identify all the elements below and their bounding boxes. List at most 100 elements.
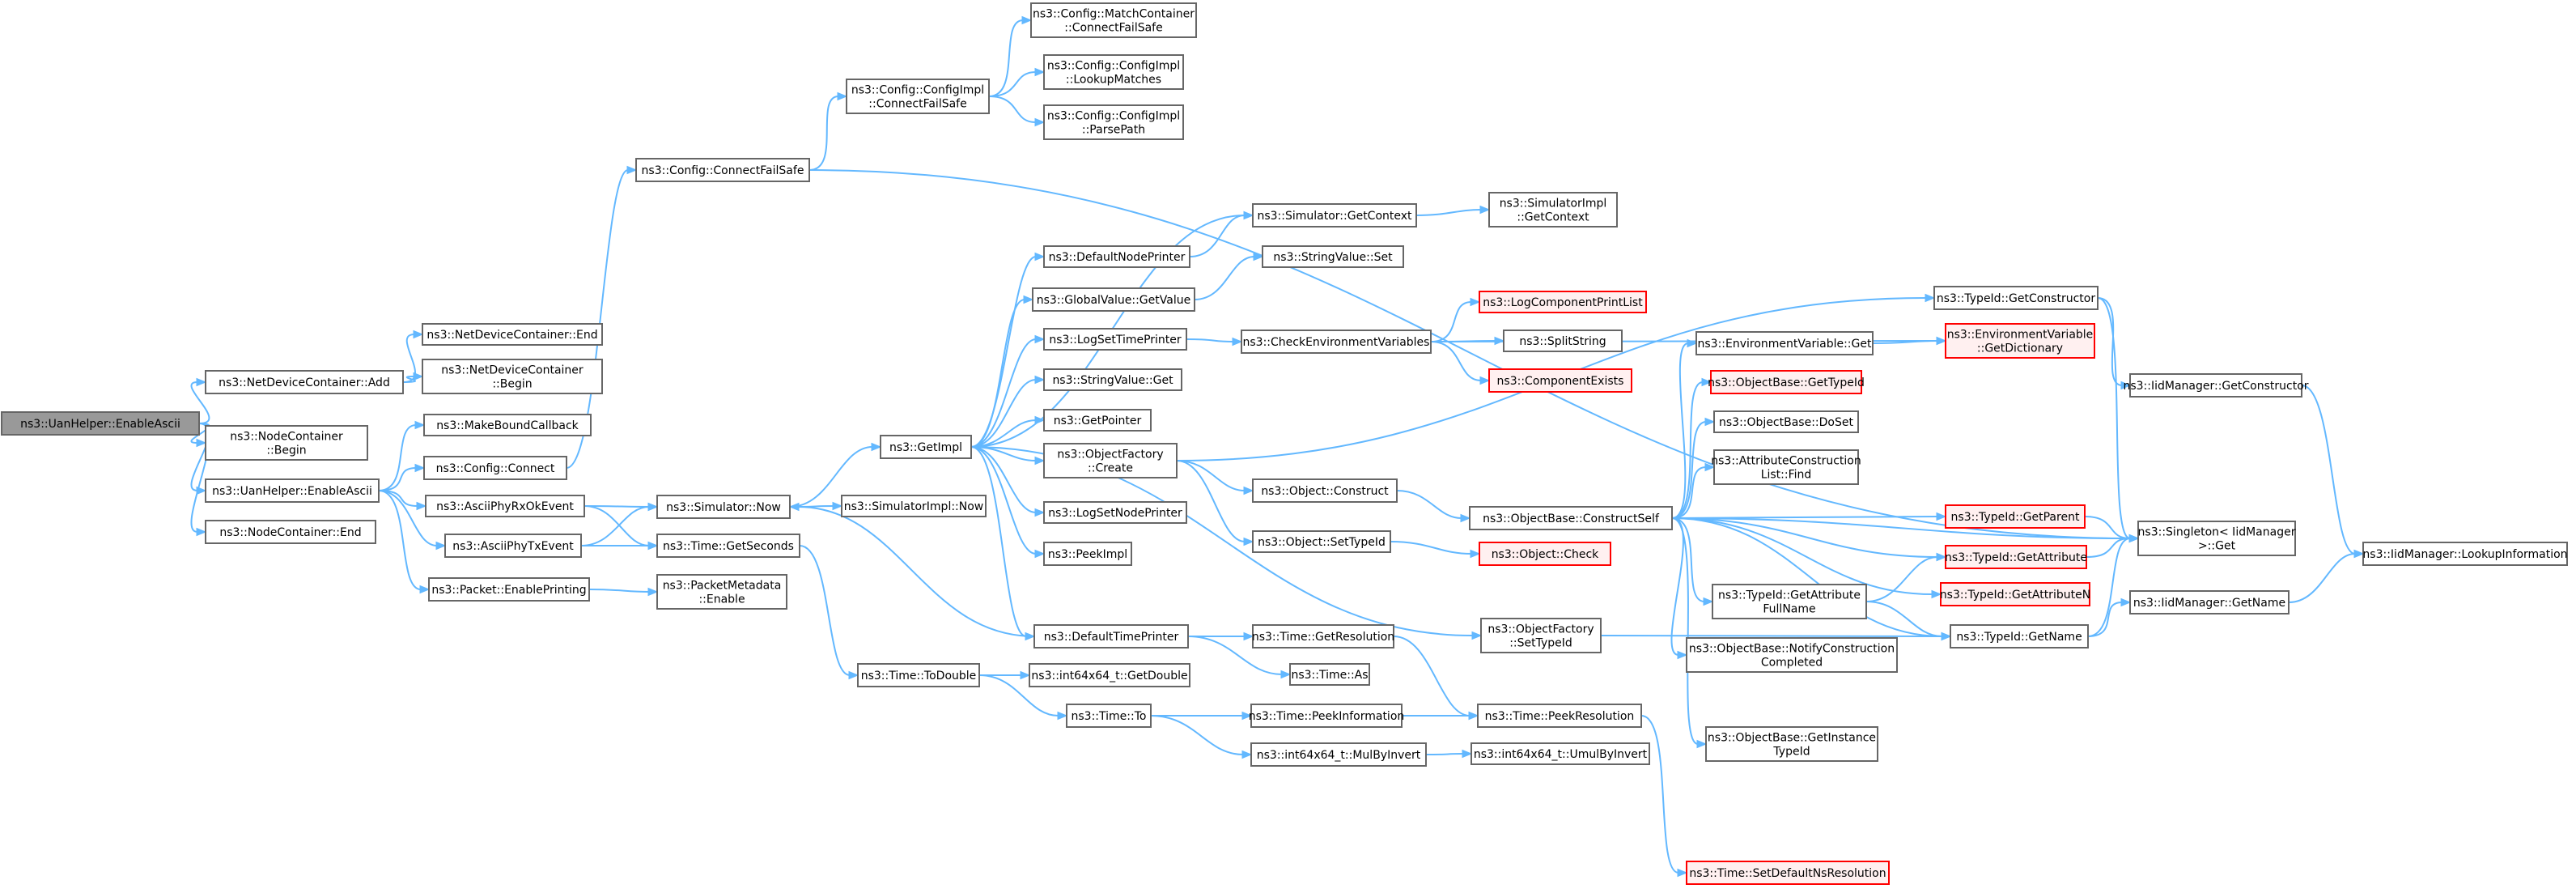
edge-n22-n30 [970,446,1046,559]
node-n24[interactable]: ns3::GlobalValue::GetValue [1032,287,1195,312]
node-box [1252,530,1391,553]
edge-arrowhead [1243,210,1254,220]
node-n32[interactable]: ns3::int64x64_t::GetDouble [1029,663,1190,687]
node-n21[interactable]: ns3::Time::ToDouble [857,663,980,687]
node-label: ns3::Time::PeekInformation [1249,710,1405,723]
node-n11[interactable]: ns3::Packet::EnablePrinting [428,577,590,602]
node-n4[interactable]: ns3::NodeContainer::Begin [205,425,368,461]
node-n64[interactable]: ns3::TypeId::GetAttributeN [1940,582,2090,606]
node-n7[interactable]: ns3::MakeBoundCallback [423,414,592,436]
node-n41[interactable]: ns3::Object::Construct [1252,478,1398,503]
edge-line [1390,541,1472,555]
node-n68[interactable]: ns3::IidManager::GetName [2129,590,2290,614]
node-label: ns3::GetPointer [1054,415,1142,427]
node-n20[interactable]: ns3::SimulatorImpl::Now [841,495,987,517]
node-n22[interactable]: ns3::GetImpl [880,435,972,459]
node-n44[interactable]: ns3::ObjectBase::ConstructSelf [1469,506,1673,530]
edge-arrowhead [1479,205,1491,215]
node-n6[interactable]: ns3::NodeContainer::End [205,520,376,544]
node-n62[interactable]: ns3::TypeId::GetParent [1945,504,2086,529]
node-n2[interactable]: ns3::NetDeviceContainer::End [422,323,603,346]
node-n23[interactable]: ns3::DefaultNodePrinter [1043,245,1190,268]
node-box [1705,726,1878,762]
node-n1[interactable]: ns3::NetDeviceContainer::Add [205,370,404,394]
edge-line [2087,538,2131,637]
node-n38[interactable]: ns3::LogComponentPrintList [1479,291,1647,313]
node-n28[interactable]: ns3::ObjectFactory::Create [1043,443,1178,478]
node-n19[interactable]: ns3::PacketMetadata::Enable [656,574,787,610]
node-n34[interactable]: ns3::Simulator::GetContext [1252,203,1417,228]
node-n17[interactable]: ns3::Simulator::Now [656,495,791,519]
node-n31[interactable]: ns3::DefaultTimePrinter [1033,624,1189,648]
node-n69[interactable]: ns3::IidManager::LookupInformation [2362,542,2568,566]
edge-arrowhead [1696,739,1708,749]
edge-arrowhead [2128,534,2140,543]
edge-arrowhead [1023,295,1034,304]
node-label: ns3::DefaultTimePrinter [1044,631,1179,644]
node-n55[interactable]: ns3::ObjectBase::DoSet [1713,410,1859,433]
node-box [1488,192,1618,228]
node-n65[interactable]: ns3::TypeId::GetName [1950,624,2089,648]
node-n13[interactable]: ns3::Config::ConfigImpl::ConnectFailSafe [846,79,990,114]
edge-arrowhead [196,527,207,537]
node-n61[interactable]: ns3::EnvironmentVariable::GetDictionary [1945,323,2095,359]
edge-n13-n16 [988,96,1046,127]
node-n46[interactable]: ns3::Time::As [1289,663,1370,686]
node-n10[interactable]: ns3::AsciiPhyTxEvent [444,534,582,558]
node-n58[interactable]: ns3::ObjectBase::NotifyConstructionCompl… [1686,637,1898,673]
node-n33[interactable]: ns3::Time::To [1066,704,1152,728]
edge-arrowhead [413,330,424,339]
node-n37[interactable]: ns3::CheckEnvironmentVariables [1241,330,1432,354]
node-n18[interactable]: ns3::Time::GetSeconds [656,534,800,558]
node-n52[interactable]: ns3::Time::SetDefaultNsResolution [1686,861,1890,885]
node-n48[interactable]: ns3::Time::PeekInformation [1249,704,1405,728]
node-box [1933,286,2099,310]
node-n16[interactable]: ns3::Config::ConfigImpl::ParsePath [1043,104,1184,140]
node-n60[interactable]: ns3::TypeId::GetConstructor [1933,286,2099,310]
edge-arrowhead [2120,597,2132,607]
node-n63[interactable]: ns3::TypeId::GetAttribute [1945,545,2087,569]
node-label: ns3::TypeId::GetConstructor [1937,292,2095,305]
node-n39[interactable]: ns3::SplitString [1503,330,1623,352]
node-n67[interactable]: ns3::Singleton< IidManager >::Get [2137,521,2296,556]
node-box [428,577,590,602]
edge-n23-n34 [1189,210,1254,257]
node-n25[interactable]: ns3::LogSetTimePrinter [1043,328,1187,351]
node-n51[interactable]: ns3::int64x64_t::UmulByInvert [1470,742,1650,765]
node-n54[interactable]: ns3::ObjectBase::GetTypeId [1708,370,1865,394]
node-n9[interactable]: ns3::AsciiPhyRxOkEvent [425,495,585,517]
node-n45[interactable]: ns3::Time::GetResolution [1252,624,1394,648]
node-label: ns3::Config::ConfigImpl [1047,60,1180,73]
node-n43[interactable]: ns3::Object::Check [1479,542,1611,566]
node-n5[interactable]: ns3::UanHelper::EnableAscii [205,478,380,503]
edge-line [1430,341,1482,381]
node-n47[interactable]: ns3::ObjectFactory::SetTypeId [1480,618,1602,653]
node-n0[interactable]: ns3::UanHelper::EnableAscii [1,411,200,436]
node-n12[interactable]: ns3::Config::ConnectFailSafe [635,158,810,182]
node-n26[interactable]: ns3::StringValue::Get [1043,368,1182,391]
node-n49[interactable]: ns3::int64x64_t::MulByInvert [1250,742,1427,767]
node-n53[interactable]: ns3::EnvironmentVariable::Get [1695,331,1874,355]
node-n35[interactable]: ns3::SimulatorImpl::GetContext [1488,192,1618,228]
node-box [1033,624,1189,648]
node-n50[interactable]: ns3::Time::PeekResolution [1477,704,1642,728]
node-n40[interactable]: ns3::ComponentExists [1488,368,1632,393]
node-n30[interactable]: ns3::PeekImpl [1043,542,1132,566]
node-n15[interactable]: ns3::Config::ConfigImpl::LookupMatches [1043,54,1184,90]
node-n27[interactable]: ns3::GetPointer [1043,409,1152,432]
node-n42[interactable]: ns3::Object::SetTypeId [1252,530,1391,553]
node-label: ns3::ObjectBase::DoSet [1719,416,1853,429]
node-n66[interactable]: ns3::IidManager::GetConstructor [2123,373,2309,398]
node-box [880,435,972,459]
edge-n22-n23 [970,252,1046,448]
node-n8[interactable]: ns3::Config::Connect [423,456,567,480]
node-n14[interactable]: ns3::Config::MatchContainer::ConnectFail… [1030,2,1197,38]
node-n3[interactable]: ns3::NetDeviceContainer::Begin [422,359,603,394]
node-n29[interactable]: ns3::LogSetNodePrinter [1043,501,1187,524]
node-label: ns3::int64x64_t::MulByInvert [1257,749,1421,762]
edge-n31-n17 [788,502,1035,637]
node-n36[interactable]: ns3::StringValue::Set [1262,245,1404,268]
